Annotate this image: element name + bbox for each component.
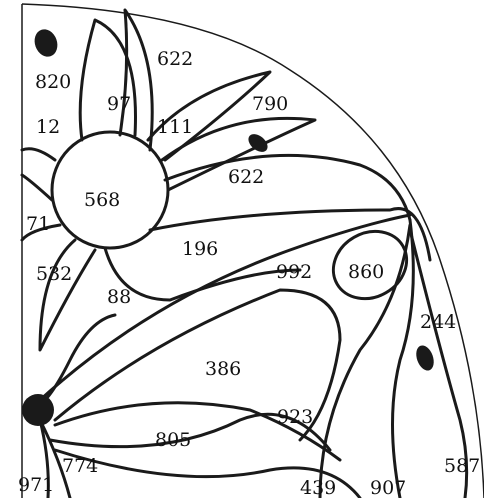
number-label: 439 <box>300 477 336 498</box>
number-label: 907 <box>370 477 406 498</box>
petal-lower <box>103 246 302 302</box>
number-label: 97 <box>107 93 131 115</box>
petal-top <box>118 8 154 152</box>
dot-upper-right <box>248 134 268 152</box>
number-label: 923 <box>277 406 313 428</box>
petal-top-left <box>78 18 137 142</box>
number-label: 820 <box>35 71 71 93</box>
number-label: 587 <box>444 455 480 477</box>
number-label: 386 <box>205 358 241 380</box>
leaf-386 <box>53 288 342 442</box>
number-label: 88 <box>107 286 131 308</box>
number-label: 622 <box>228 166 264 188</box>
petal-left-lower <box>20 223 62 242</box>
dot-right <box>416 345 434 371</box>
petal-left-upper <box>20 147 57 162</box>
number-label: 860 <box>348 261 384 283</box>
number-label: 992 <box>276 261 312 283</box>
petal-lower-long <box>148 207 432 262</box>
number-label: 568 <box>84 189 120 211</box>
leaf-386-inner <box>53 401 342 462</box>
leaf-805-lower <box>53 448 362 498</box>
curve-right-2 <box>391 218 415 498</box>
number-label: 805 <box>155 429 191 451</box>
stem-bottom-2 <box>38 418 50 498</box>
oval-860 <box>331 229 409 301</box>
number-label: 71 <box>26 213 50 235</box>
dot-top-left <box>34 29 58 57</box>
number-label: 196 <box>182 238 218 260</box>
petal-left-mid <box>20 173 54 202</box>
number-label: 111 <box>157 116 193 138</box>
number-label: 971 <box>18 474 54 496</box>
petal-left-bottom <box>38 238 97 352</box>
petal-upper-right <box>146 70 272 162</box>
number-label: 244 <box>420 311 456 333</box>
number-label: 790 <box>252 93 288 115</box>
number-label: 12 <box>36 116 60 138</box>
stem-tendril <box>43 313 117 402</box>
curve-right-1 <box>318 223 412 498</box>
leaf-upper-right <box>163 153 412 222</box>
number-label: 622 <box>157 48 193 70</box>
leaf-805 <box>48 412 332 452</box>
outer-arc <box>21 3 484 498</box>
stem-sweep <box>38 213 412 402</box>
stem-bottom-1 <box>38 418 72 498</box>
curve-right-3 <box>408 228 469 498</box>
dot-bottom-left <box>22 394 54 426</box>
number-label: 532 <box>36 263 72 285</box>
number-label: 774 <box>62 455 98 477</box>
